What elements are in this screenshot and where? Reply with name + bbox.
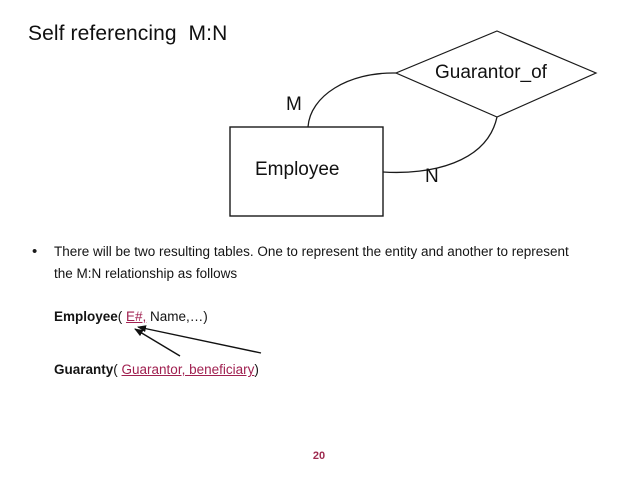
schema-open-paren-employee: ( <box>117 309 127 324</box>
bullet-marker-icon: • <box>32 243 38 260</box>
bullet-text: There will be two resulting tables. One … <box>54 244 569 281</box>
bullet-block: • There will be two resulting tables. On… <box>28 241 588 285</box>
schema-open-paren-guaranty: ( <box>113 362 122 377</box>
schema-foreign-keys-guaranty: Guarantor, beneficiary <box>121 362 255 377</box>
entity-rect-employee <box>229 126 384 217</box>
schema-block: Employee( E#, Name,…) Guaranty( Guaranto… <box>54 308 474 379</box>
cardinality-label-m: M <box>286 94 302 115</box>
entity-label-employee: Employee <box>255 159 340 180</box>
schema-line-guaranty: Guaranty( Guarantor, beneficiary) <box>54 361 474 379</box>
schema-primary-key-employee: E#, <box>126 309 147 324</box>
relationship-label-guarantor-of: Guarantor_of <box>435 62 547 83</box>
cardinality-label-n: N <box>425 166 439 187</box>
er-diagram-shapes <box>229 30 598 217</box>
schema-attributes-employee: Name,…) <box>146 309 208 324</box>
connector-n-curve <box>382 116 498 174</box>
er-diagram: Employee Guarantor_of M N <box>0 0 638 235</box>
schema-relation-name-guaranty: Guaranty <box>54 362 114 377</box>
schema-relation-name-employee: Employee <box>54 309 118 324</box>
page-title: Self referencing M:N <box>28 22 228 45</box>
connector-m-curve <box>307 72 397 128</box>
list-item: • There will be two resulting tables. On… <box>28 241 588 285</box>
schema-close-paren-guaranty: ) <box>254 362 259 377</box>
page-number: 20 <box>312 450 326 462</box>
schema-line-employee: Employee( E#, Name,…) <box>54 308 474 326</box>
